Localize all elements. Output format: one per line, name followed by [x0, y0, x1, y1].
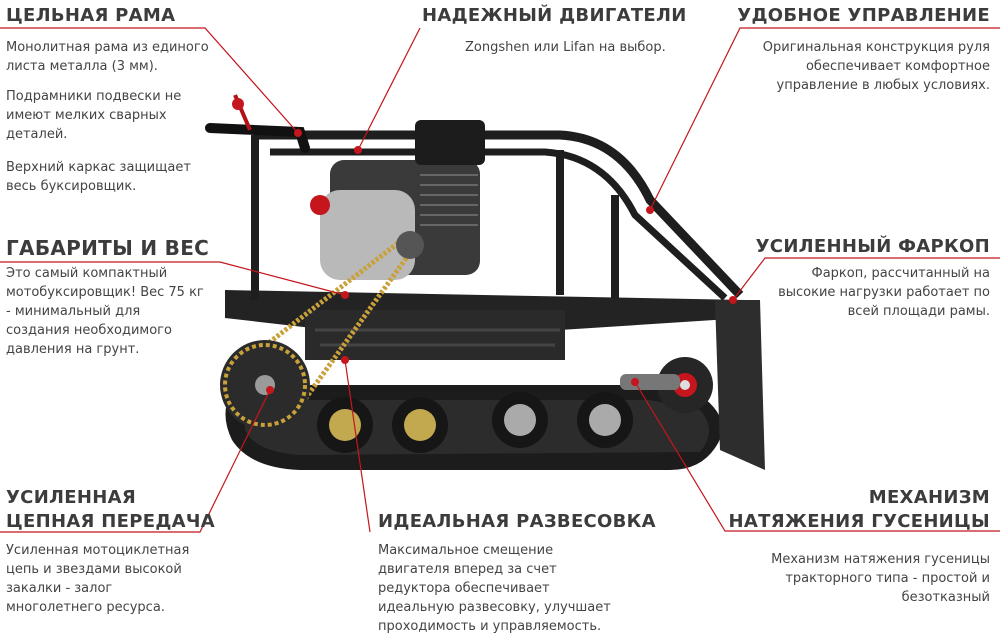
frame-heading: ЦЕЛЬНАЯ РАМА [6, 5, 176, 26]
size-desc: Это самый компактный мотобуксировщик! Ве… [6, 266, 204, 357]
frame-desc-2: Подрамники подвески не имеют мелких свар… [6, 89, 182, 142]
tension-desc: Механизм натяжения гусеницы тракторного … [771, 552, 990, 605]
line-hitch [732, 257, 1000, 301]
line-chain [0, 389, 271, 533]
line-control [649, 27, 1000, 211]
dot-tension [631, 378, 639, 386]
road-wheels [317, 392, 633, 453]
chain-desc: Усиленная мотоциклетная цепь и звездами … [6, 543, 190, 615]
tension-heading-1: МЕХАНИЗМ [868, 487, 990, 508]
dot-chain [266, 386, 274, 394]
rear-plow [715, 300, 765, 470]
chain-heading-2: ЦЕПНАЯ ПЕРЕДАЧА [6, 511, 215, 532]
hitch-heading: УСИЛЕННЫЙ ФАРКОП [755, 236, 990, 257]
control-heading: УДОБНОЕ УПРАВЛЕНИЕ [737, 5, 990, 26]
dot-hitch [729, 296, 737, 304]
engine-desc: Zongshen или Lifan на выбор. [465, 40, 666, 55]
control-desc: Оригинальная конструкция руля обеспечива… [762, 40, 990, 93]
size-heading: ГАБАРИТЫ И ВЕС [6, 236, 210, 260]
line-frame [0, 27, 299, 134]
tension-heading-2: НАТЯЖЕНИЯ ГУСЕНИЦЫ [728, 511, 990, 532]
hitch-desc: Фаркоп, рассчитанный на высокие нагрузки… [778, 266, 990, 319]
line-engine [357, 27, 421, 151]
chain-heading-1: УСИЛЕННАЯ [6, 487, 137, 508]
frame-desc-1: Монолитная рама из единого листа металла… [6, 40, 209, 74]
balance-desc: Максимальное смещение двигателя вперед з… [378, 543, 611, 634]
balance-heading: ИДЕАЛЬНАЯ РАЗВЕСОВКА [378, 511, 656, 532]
line-size [0, 261, 346, 296]
frame-desc-3: Верхний каркас защищает весь буксировщик… [6, 160, 191, 194]
dot-balance [341, 356, 349, 364]
dot-engine [354, 146, 362, 154]
dot-size [341, 291, 349, 299]
line-tension [634, 381, 1000, 532]
dot-control [646, 206, 654, 214]
engine-heading: НАДЕЖНЫЙ ДВИГАТЕЛИ [422, 5, 687, 26]
dot-frame [294, 129, 302, 137]
upper-frame [255, 130, 744, 299]
line-balance [344, 359, 371, 533]
